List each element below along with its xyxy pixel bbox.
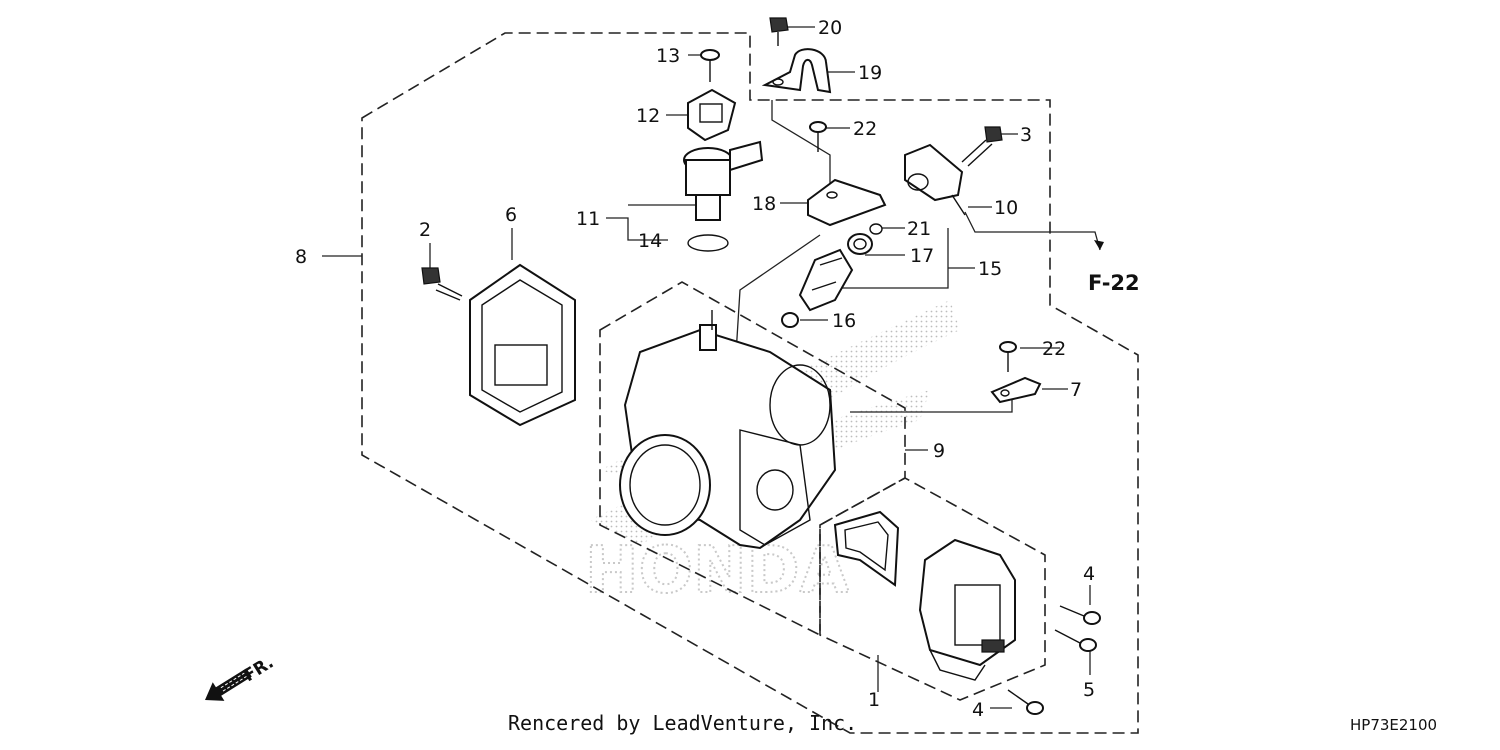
part-o-ring-14	[687, 234, 729, 252]
callout-4-lower: 4	[972, 699, 984, 721]
callout-16: 16	[832, 310, 856, 332]
callout-7: 7	[1070, 379, 1082, 401]
front-arrow-icon	[205, 668, 252, 701]
part-clamp-19	[761, 48, 832, 94]
part-sensor-10	[904, 143, 966, 216]
part-screw-4-upper	[1059, 605, 1101, 625]
callout-8: 8	[295, 246, 307, 268]
part-o-ring-21	[869, 223, 883, 235]
callout-19: 19	[858, 62, 882, 84]
outline-throttle-body	[599, 281, 906, 637]
outline-throttle-body-assembly	[361, 32, 1139, 734]
callout-6: 6	[505, 204, 517, 226]
front-arrow-label: FR.	[240, 653, 277, 687]
callout-1: 1	[868, 689, 880, 711]
part-screw-22-upper	[809, 121, 827, 152]
part-cover	[469, 263, 576, 427]
part-screw-22-lower	[999, 341, 1017, 372]
part-throttle-body-9	[619, 310, 837, 550]
callout-11: 11	[576, 208, 600, 230]
callout-3: 3	[1020, 124, 1032, 146]
part-sensor-11	[683, 140, 764, 221]
watermark-text: HONDA	[585, 534, 850, 608]
footer-credit: Rencered by LeadVenture, Inc.	[508, 711, 857, 735]
callout-labels: 1 2 3 4 4 5 6 7 8 9 10 11 12 13 14 15 16…	[295, 17, 1095, 721]
callout-14: 14	[638, 230, 662, 252]
callout-5: 5	[1083, 679, 1095, 701]
callout-20: 20	[818, 17, 842, 39]
part-sensor-unit-1	[918, 538, 1016, 681]
part-injector-15	[798, 248, 854, 312]
diagram-code: HP73E2100	[1350, 716, 1437, 734]
part-screw-13	[700, 49, 720, 82]
callout-22-lower: 22	[1042, 338, 1066, 360]
part-gasket	[833, 510, 900, 587]
callout-21: 21	[907, 218, 931, 240]
part-seal-16	[781, 312, 799, 328]
callout-9: 9	[933, 440, 945, 462]
front-direction-indicator: FR.	[205, 653, 277, 701]
part-cap-12	[687, 88, 737, 142]
parts	[421, 17, 1101, 715]
part-bolt-20	[769, 17, 789, 46]
reference-arrowhead	[1094, 240, 1104, 250]
part-screw-5	[1054, 629, 1097, 652]
assembly-outlines	[361, 32, 1139, 734]
callout-10: 10	[994, 197, 1018, 219]
callout-13: 13	[656, 45, 680, 67]
part-bracket-18	[807, 178, 887, 227]
reference-callout: F-22	[1088, 240, 1140, 295]
callout-15: 15	[978, 258, 1002, 280]
reference-label: F-22	[1088, 271, 1140, 295]
callout-2: 2	[419, 219, 431, 241]
part-plate-7	[990, 376, 1042, 404]
part-screw-4-lower	[1007, 689, 1044, 715]
callout-12: 12	[636, 105, 660, 127]
part-bolt-3	[961, 126, 1003, 167]
callout-4-upper: 4	[1083, 563, 1095, 585]
part-seal-17	[847, 233, 873, 255]
callout-17: 17	[910, 245, 934, 267]
outline-sensor-unit	[819, 477, 1046, 701]
callout-18: 18	[752, 193, 776, 215]
callout-22-upper: 22	[853, 118, 877, 140]
part-bolt-2	[421, 267, 463, 301]
